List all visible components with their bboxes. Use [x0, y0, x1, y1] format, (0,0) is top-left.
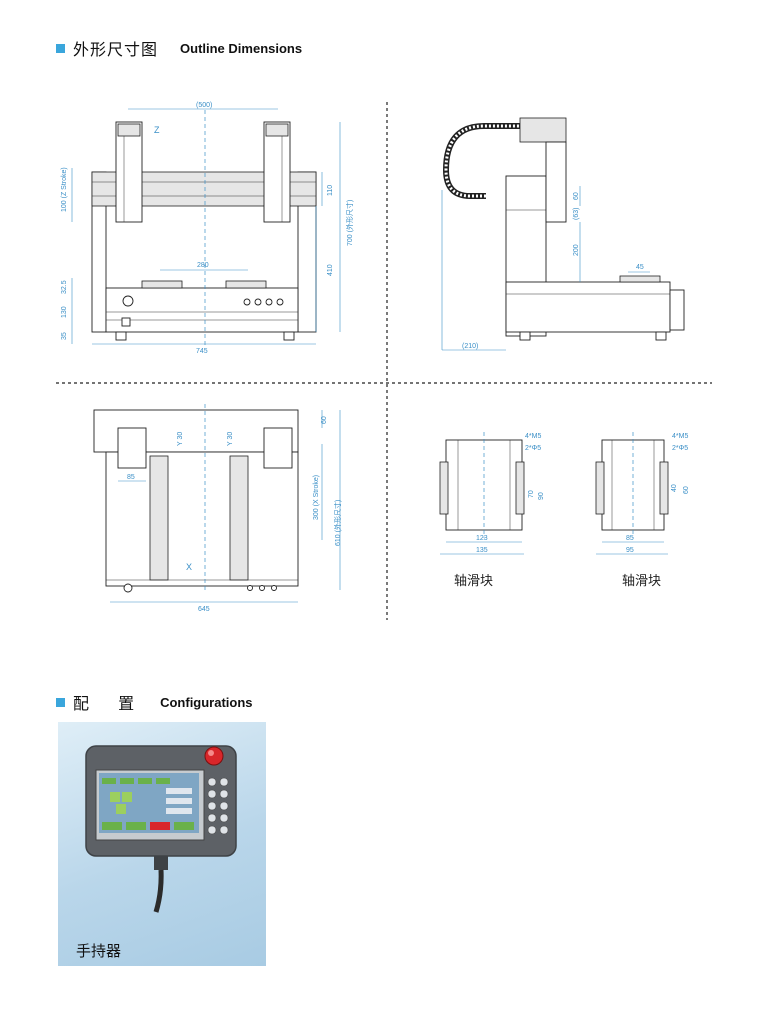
- section-bullet-icon: [56, 43, 65, 53]
- outline-title-en: Outline Dimensions: [180, 40, 303, 56]
- slider-l-70: 70: [528, 490, 535, 498]
- technical-drawing: (500) Z 100 (Z Stroke) 110 700 (外形尺寸) 41…: [56, 102, 712, 620]
- front-dim-35: 35: [61, 332, 68, 340]
- config-title-cn: 配 置: [73, 694, 147, 713]
- front-dim-700: 700 (外形尺寸): [345, 200, 354, 246]
- teach-pendant-illustration: [85, 745, 237, 913]
- slider-l-screw: 4*M5: [525, 433, 541, 440]
- slider-s-60: 60: [683, 486, 690, 494]
- slider-s-85: 85: [626, 535, 634, 542]
- front-dim-410: 410: [327, 264, 334, 276]
- slider-l-90: 90: [538, 492, 545, 500]
- side-dim-210: (210): [462, 343, 478, 350]
- top-dim-85: 85: [127, 474, 135, 481]
- config-title-en: Configurations: [160, 694, 253, 710]
- slider-large-caption: 轴滑块: [454, 574, 494, 589]
- teach-pendant-photo: 手持器: [58, 722, 266, 966]
- side-table: [505, 281, 671, 333]
- side-dim-200: 200: [573, 244, 580, 256]
- front-dim-z: Z: [154, 125, 160, 135]
- top-dim-x: X: [186, 562, 192, 572]
- slider-small-drawing: 4*M5 2*Φ5 40 60 85 95: [595, 432, 690, 555]
- top-dim-610: 610 (外形尺寸): [333, 500, 342, 546]
- front-view-drawing: (500) Z 100 (Z Stroke) 110 700 (外形尺寸) 41…: [61, 102, 354, 355]
- side-z-head: [519, 117, 567, 143]
- slider-s-40: 40: [671, 484, 678, 492]
- front-dim-745: 745: [196, 348, 208, 355]
- slider-large-drawing: 4*M5 2*Φ5 70 90 123 135: [439, 432, 545, 555]
- front-dim-top: (500): [196, 102, 212, 109]
- slider-s-95: 95: [626, 547, 634, 554]
- slider-s-pin: 2*Φ5: [672, 445, 688, 452]
- front-z-column-right: [263, 121, 291, 223]
- front-dim-110: 110: [327, 185, 334, 196]
- front-dim-32-5: 32.5: [61, 280, 68, 294]
- top-dim-y30b: Y 30: [227, 432, 234, 446]
- top-dim-y30a: Y 30: [177, 432, 184, 446]
- top-dim-60: 60: [321, 416, 328, 424]
- front-dim-130: 130: [61, 306, 68, 318]
- side-dim-63: (63): [573, 208, 580, 220]
- slider-l-135: 135: [476, 547, 488, 554]
- slider-s-screw: 4*M5: [672, 433, 688, 440]
- front-base: [105, 287, 299, 333]
- section-bullet-icon: [56, 697, 65, 707]
- side-dim-60: 60: [573, 192, 580, 200]
- front-dim-z-stroke: 100 (Z Stroke): [61, 167, 68, 212]
- top-dim-300: 300 (X Stroke): [313, 475, 320, 520]
- top-view-drawing: 60 Y 30 Y 30 300 (X Stroke) 610 (外形尺寸) 8…: [93, 404, 342, 613]
- slider-l-pin: 2*Φ5: [525, 445, 541, 452]
- side-dim-45: 45: [636, 264, 644, 271]
- top-view-base: [105, 451, 299, 587]
- top-dim-645: 645: [198, 606, 210, 613]
- slider-small-caption: 轴滑块: [622, 574, 662, 589]
- slider-l-123: 123: [476, 535, 488, 542]
- outline-title-cn: 外形尺寸图: [73, 40, 159, 59]
- front-z-column-left: [115, 121, 143, 223]
- side-view-drawing: 60 (63) 200 45 (210): [441, 117, 685, 351]
- pendant-caption: 手持器: [76, 942, 122, 960]
- outline-section-heading: 外形尺寸图 Outline Dimensions: [56, 36, 302, 60]
- config-section-heading: 配 置 Configurations: [56, 690, 253, 714]
- front-dim-280: 280: [197, 262, 209, 269]
